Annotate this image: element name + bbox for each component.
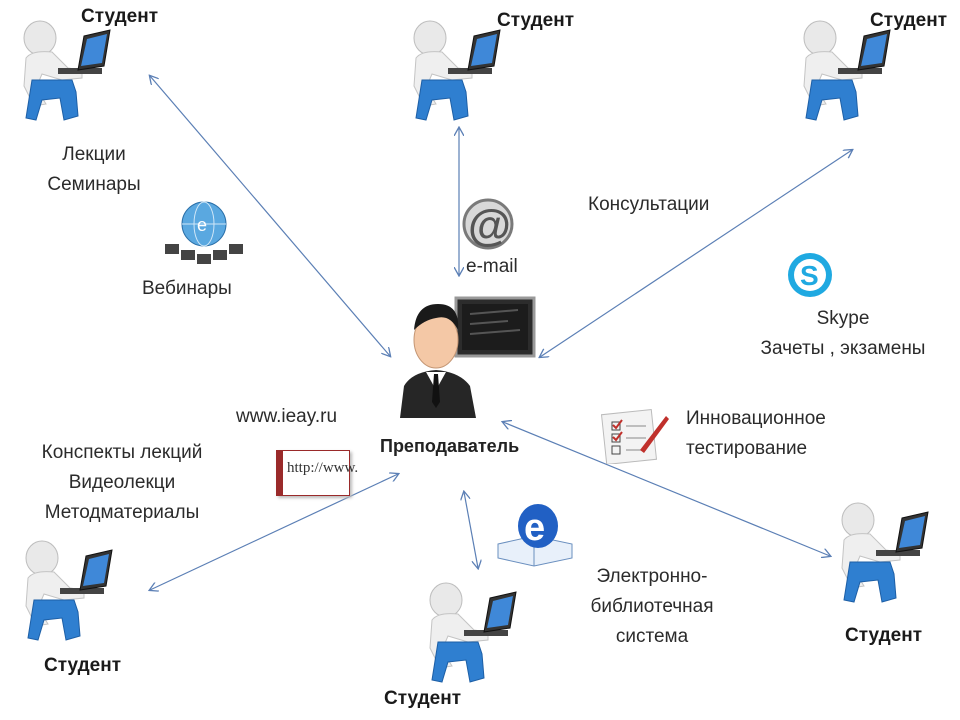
email-label: e-mail xyxy=(466,256,518,277)
consultations-label: Консультации xyxy=(588,194,710,215)
skype-exams-text: Skype Зачеты , экзамены xyxy=(748,304,938,364)
svg-text:@: @ xyxy=(468,201,511,250)
arrow-top-right xyxy=(540,150,852,357)
teacher-figure xyxy=(398,290,538,420)
svg-text:e: e xyxy=(524,507,545,549)
innovative-label-1: Инновационное xyxy=(686,408,826,429)
teacher-label: Преподаватель xyxy=(380,436,520,456)
student-icon xyxy=(429,582,517,683)
student-figure-top-center xyxy=(402,8,522,128)
elibrary-text: Электронно- библиотечная система xyxy=(582,562,722,652)
checklist-icon xyxy=(600,406,670,464)
student-icon xyxy=(803,20,891,121)
elib-label-1: Электронно- xyxy=(596,566,708,587)
innovative-label-2: тестирование xyxy=(686,438,808,459)
svg-text:e: e xyxy=(197,215,207,235)
student-label-top-center: Студент xyxy=(497,10,575,31)
student-icon xyxy=(25,540,113,641)
skype-label: Skype xyxy=(816,308,870,329)
elib-label-3: система xyxy=(615,626,689,647)
student-label-top-right: Студент xyxy=(870,10,948,31)
notes-label: Конспекты лекций xyxy=(41,442,203,463)
videolectures-label: Видеолекци xyxy=(68,472,176,493)
student-figure-bottom-right xyxy=(830,490,950,610)
student-figure-top-left xyxy=(12,8,132,128)
methods-label: Методматериалы xyxy=(44,502,200,523)
lectures-label: Лекции xyxy=(62,144,126,165)
innovative-testing-text: Инновационное тестирование xyxy=(686,404,826,464)
svg-text:S: S xyxy=(800,260,819,291)
materials-text: Конспекты лекций Видеолекци Методматериа… xyxy=(22,438,222,528)
http-banner-icon: http://www. xyxy=(276,450,358,496)
student-icon xyxy=(413,20,501,121)
email-at-icon: @ xyxy=(456,196,524,256)
arrow-bottom-right xyxy=(503,422,830,556)
student-icon xyxy=(23,20,111,121)
exams-label: Зачеты , экзамены xyxy=(760,338,926,359)
arrow-top-left xyxy=(150,76,390,356)
skype-icon: S xyxy=(785,250,835,300)
lectures-seminars-text: Лекции Семинары xyxy=(34,140,154,200)
student-label-bottom-right: Студент xyxy=(845,625,923,646)
teacher-icon xyxy=(400,296,536,418)
elibrary-book-icon: e xyxy=(494,500,576,572)
webinar-globe-icon: e xyxy=(163,196,245,268)
student-label-bottom-left: Студент xyxy=(44,655,122,676)
webinars-label: Вебинары xyxy=(142,278,232,299)
arrow-bottom-center xyxy=(464,492,478,568)
seminars-label: Семинары xyxy=(47,174,141,195)
website-label: www.ieay.ru xyxy=(236,406,338,427)
elib-label-2: библиотечная xyxy=(590,596,714,617)
arrow-bottom-left xyxy=(150,474,398,590)
student-figure-top-right xyxy=(792,8,912,128)
student-label-bottom-center: Студент xyxy=(384,688,462,709)
student-figure-bottom-left xyxy=(14,528,134,648)
http-banner-stripe xyxy=(277,451,283,495)
student-label-top-left: Студент xyxy=(81,6,159,27)
student-icon xyxy=(841,502,929,603)
student-figure-bottom-center xyxy=(418,570,538,690)
http-banner-text: http://www. xyxy=(287,460,359,476)
